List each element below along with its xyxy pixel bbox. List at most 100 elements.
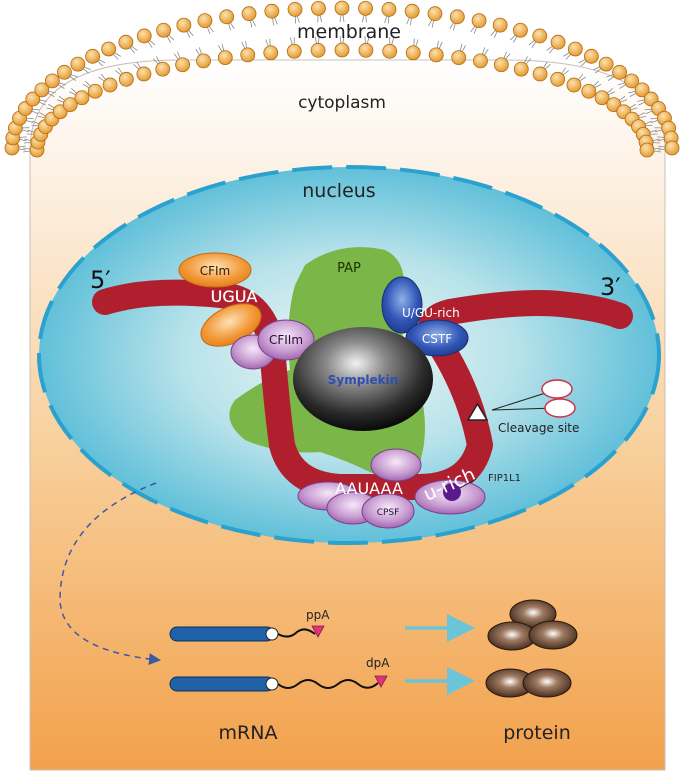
lipid-head (175, 57, 191, 73)
lipid-head (334, 42, 350, 58)
lipid-head (404, 3, 420, 19)
lipid-head (492, 17, 508, 33)
cfim-upper (178, 252, 252, 288)
protein-label: protein (503, 722, 571, 744)
lipid-head (263, 45, 279, 61)
lipid-head (156, 22, 171, 38)
lipid-head (85, 48, 101, 64)
lipid-head (624, 73, 640, 89)
cfim-label: CFIm (200, 264, 231, 278)
lipid-head (101, 41, 117, 57)
lipid-head (513, 61, 529, 77)
cleavage-site-label: Cleavage site (498, 421, 579, 435)
lipid-head (358, 42, 374, 58)
lipid-head (493, 57, 509, 73)
lipid-head (196, 53, 211, 69)
cpsf-subunit-top (370, 448, 422, 482)
three-prime-label: 3′ (600, 273, 621, 301)
lipid-head (381, 2, 397, 17)
membrane-label: membrane (297, 21, 401, 43)
lipid-head (532, 28, 548, 44)
lipid-head (241, 6, 257, 22)
lipid-head (451, 50, 467, 66)
lipid-head (25, 91, 41, 107)
lipid-head (155, 61, 171, 77)
cytoplasm-label: cytoplasm (298, 93, 386, 113)
lipid-head (606, 97, 622, 113)
lipid-head (566, 77, 582, 93)
cfiim-complex (257, 319, 315, 361)
lipid-head (639, 142, 655, 158)
lipid-head (473, 53, 488, 69)
lipid-head (513, 22, 528, 38)
dpa-marker (374, 675, 388, 688)
mrna-short-tail (277, 628, 316, 638)
protein-pair-right (522, 668, 572, 698)
lipid-head (118, 71, 134, 87)
lipid-head (62, 97, 78, 113)
lipid-head (583, 48, 599, 64)
lipid-head (52, 104, 68, 120)
scissor-handle-lower (544, 398, 576, 418)
cstf-label: CSTF (422, 332, 452, 346)
ugua-label: UGUA (211, 287, 258, 306)
lipid-head (136, 28, 152, 44)
nucleus-label: nucleus (302, 180, 375, 202)
lipid-head (550, 71, 566, 87)
lipid-head (34, 82, 50, 98)
mrna-long-body[interactable] (169, 676, 275, 692)
aauaaa-label: AAUAAA (335, 479, 403, 498)
ugu-rich-label: U/GU-rich (402, 306, 460, 320)
mrna-short-cap (265, 627, 279, 641)
lipid-head (310, 42, 326, 58)
lipid-head (217, 50, 233, 66)
lipid-head (74, 90, 90, 106)
cleavage-site-triangle (466, 402, 489, 421)
lipid-head (56, 64, 72, 80)
fip1l1-dot (443, 483, 461, 501)
nuclear-envelope (37, 165, 661, 545)
protein-bottom-right (528, 620, 578, 650)
lipid-head (219, 9, 235, 25)
lipid-head (197, 13, 213, 29)
lipid-head (287, 2, 303, 17)
lipid-head (405, 45, 421, 61)
lipid-head (567, 41, 583, 57)
lipid-head (594, 90, 610, 106)
export-arrow (59, 482, 161, 666)
dpa-label: dpA (366, 656, 390, 670)
lipid-head (176, 17, 192, 33)
fip1l1-pointer (459, 478, 477, 489)
mrna-long-cap (265, 677, 279, 691)
lipid-head (118, 34, 134, 50)
lipid-head (382, 43, 398, 59)
cpsf-subunit-main (361, 493, 415, 529)
lipid-head (550, 34, 566, 50)
lipid-head (44, 73, 60, 89)
lipid-head (664, 140, 680, 156)
fip1l1-label: FIP1L1 (488, 473, 521, 484)
ppa-label: ppA (306, 608, 330, 622)
symplekin (293, 327, 433, 431)
lipid-head (358, 0, 373, 16)
lipid-head (428, 47, 444, 63)
lipid-head (102, 77, 118, 93)
mrna-short-body[interactable] (169, 626, 275, 642)
lipid-head (427, 6, 443, 22)
lipid-head (87, 83, 103, 99)
lipid-head (240, 47, 256, 63)
ppa-marker (311, 625, 325, 638)
five-prime-label: 5′ (90, 266, 111, 294)
cstf-upper (381, 276, 423, 334)
lipid-head (311, 0, 326, 16)
cpsf-label: CPSF (377, 508, 400, 518)
lipid-head (136, 66, 152, 82)
lipid-head (264, 3, 280, 19)
mrna-long-tail (277, 679, 379, 689)
lipid-head (286, 43, 302, 59)
pap-label: PAP (337, 261, 361, 276)
lipid-head (449, 9, 465, 25)
lipid-head (581, 83, 597, 99)
lipid-head (634, 82, 650, 98)
